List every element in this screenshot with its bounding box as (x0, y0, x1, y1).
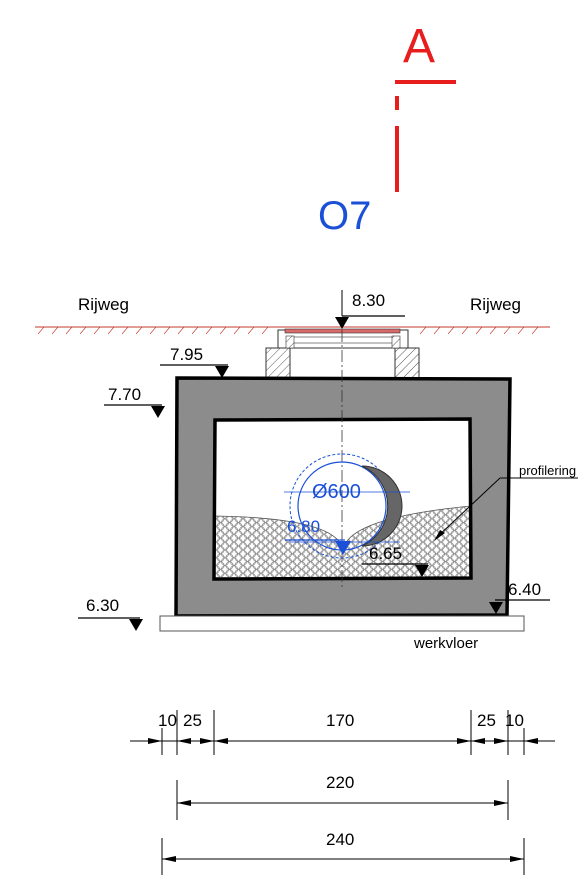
profiling-callout: profilering (434, 463, 578, 541)
dim-inner-total-text: 220 (326, 773, 354, 792)
dim-wall-right: 25 (477, 711, 496, 730)
dim-outer-total-text: 240 (326, 830, 354, 849)
level-floor-bottom: 6.30 (78, 596, 143, 631)
road-hatching (37, 326, 539, 335)
chamber-inner-outline (212, 417, 473, 581)
road-surface (35, 326, 550, 335)
level-chamber-top-text: 7.70 (108, 385, 141, 404)
dimension-inner-total (176, 780, 509, 820)
manhole-id-label: O7 (318, 194, 371, 238)
level-inner-bottom: 6.40 (489, 580, 550, 614)
section-marker-letter: A (403, 20, 435, 73)
level-profile-top: 6.65 (362, 544, 429, 577)
work-floor (159, 615, 525, 632)
level-pipe-invert-text: 6.80 (287, 517, 320, 536)
dim-wall-left: 25 (183, 711, 202, 730)
section-marker: A (395, 20, 456, 192)
chamber-concrete (176, 378, 510, 616)
level-inner-bottom-text: 6.40 (508, 580, 541, 599)
dim-inner-width: 170 (326, 711, 354, 730)
dimension-outer-total (161, 838, 525, 875)
level-lid-top: 7.95 (160, 345, 229, 378)
level-road-top-text: 8.30 (352, 291, 385, 310)
pipe-diameter-label: Ø600 (312, 481, 361, 503)
chamber-outer-outline (174, 376, 512, 618)
dim-outer-wall-left: 10 (158, 711, 177, 730)
dimension-row-1 (130, 710, 555, 755)
level-profile-top-text: 6.65 (369, 544, 402, 563)
level-road-top: 8.30 (335, 290, 405, 329)
dim-outer-wall-right: 10 (505, 711, 524, 730)
level-chamber-top: 7.70 (104, 385, 165, 418)
work-floor-label: werkvloer (413, 635, 478, 652)
level-lid-top-text: 7.95 (170, 345, 203, 364)
level-floor-bottom-text: 6.30 (86, 596, 119, 615)
level-pipe-invert: 6.80 (285, 517, 351, 555)
manhole-frame (265, 328, 420, 379)
profiling-label: profilering (519, 463, 576, 478)
road-label-right: Rijweg (470, 295, 521, 314)
road-label-left: Rijweg (78, 295, 129, 314)
